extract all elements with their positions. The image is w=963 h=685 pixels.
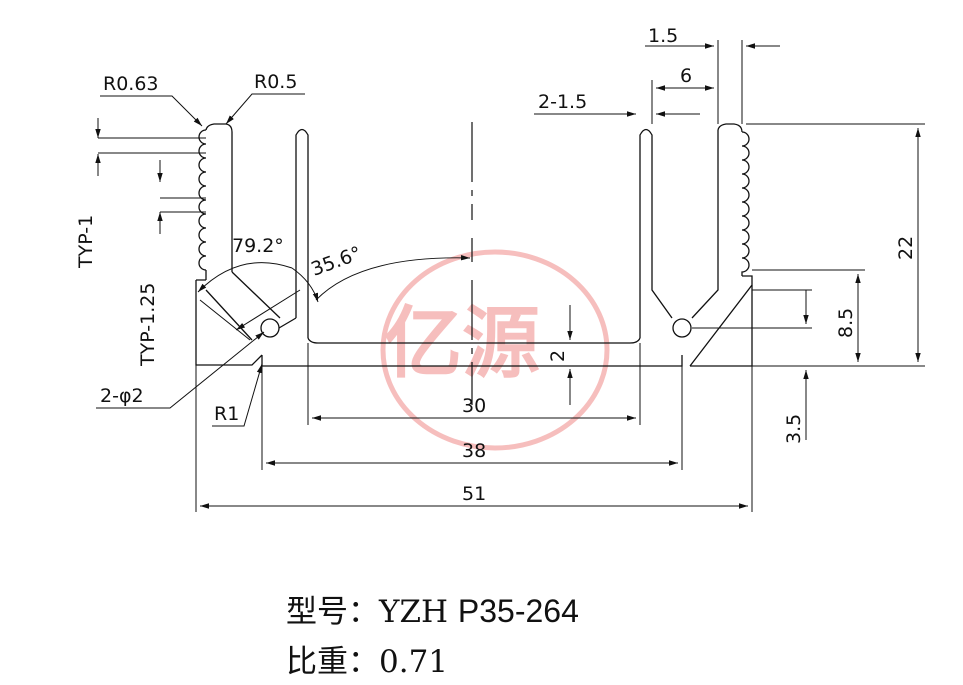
- dim-typ-1: TYP-1: [75, 215, 97, 269]
- dim-38: 38: [462, 440, 486, 462]
- density-line: 比重：0.71: [286, 636, 448, 681]
- dim-2-1-5: 2-1.5: [538, 91, 587, 113]
- dimension-lines: [95, 40, 925, 512]
- density-value: 0.71: [379, 644, 449, 680]
- model-label: 型号：: [286, 594, 379, 630]
- dim-angle-35-6: 35.6°: [308, 242, 364, 280]
- model-prefix: YZH: [379, 594, 449, 630]
- dim-angle-79-2: 79.2°: [232, 235, 284, 257]
- dim-51: 51: [462, 483, 486, 505]
- dim-typ-1-25: TYP-1.25: [137, 283, 159, 367]
- dim-r05: R0.5: [254, 71, 297, 93]
- dim-r063: R0.63: [103, 73, 159, 95]
- dimension-labels: R0.63 R0.5 1.5 6 2-1.5 TYP-1 TYP-1.25 79…: [75, 25, 917, 505]
- model-value: P35-264: [457, 593, 579, 629]
- dim-3-5: 3.5: [783, 414, 805, 444]
- watermark-text: 亿源: [384, 299, 540, 389]
- dim-2: 2: [547, 350, 569, 362]
- dim-2-phi2: 2-φ2: [100, 385, 144, 407]
- model-line: 型号：YZH P35-264: [286, 586, 579, 631]
- dim-r1: R1: [214, 403, 239, 425]
- dim-22: 22: [895, 236, 917, 260]
- dim-6: 6: [680, 65, 692, 87]
- dim-1-5: 1.5: [648, 25, 678, 47]
- profile-outline: [195, 123, 753, 367]
- density-label: 比重：: [286, 644, 379, 680]
- dim-8-5: 8.5: [835, 308, 857, 338]
- dim-30: 30: [462, 395, 486, 417]
- watermark-logo: 亿源: [380, 249, 610, 451]
